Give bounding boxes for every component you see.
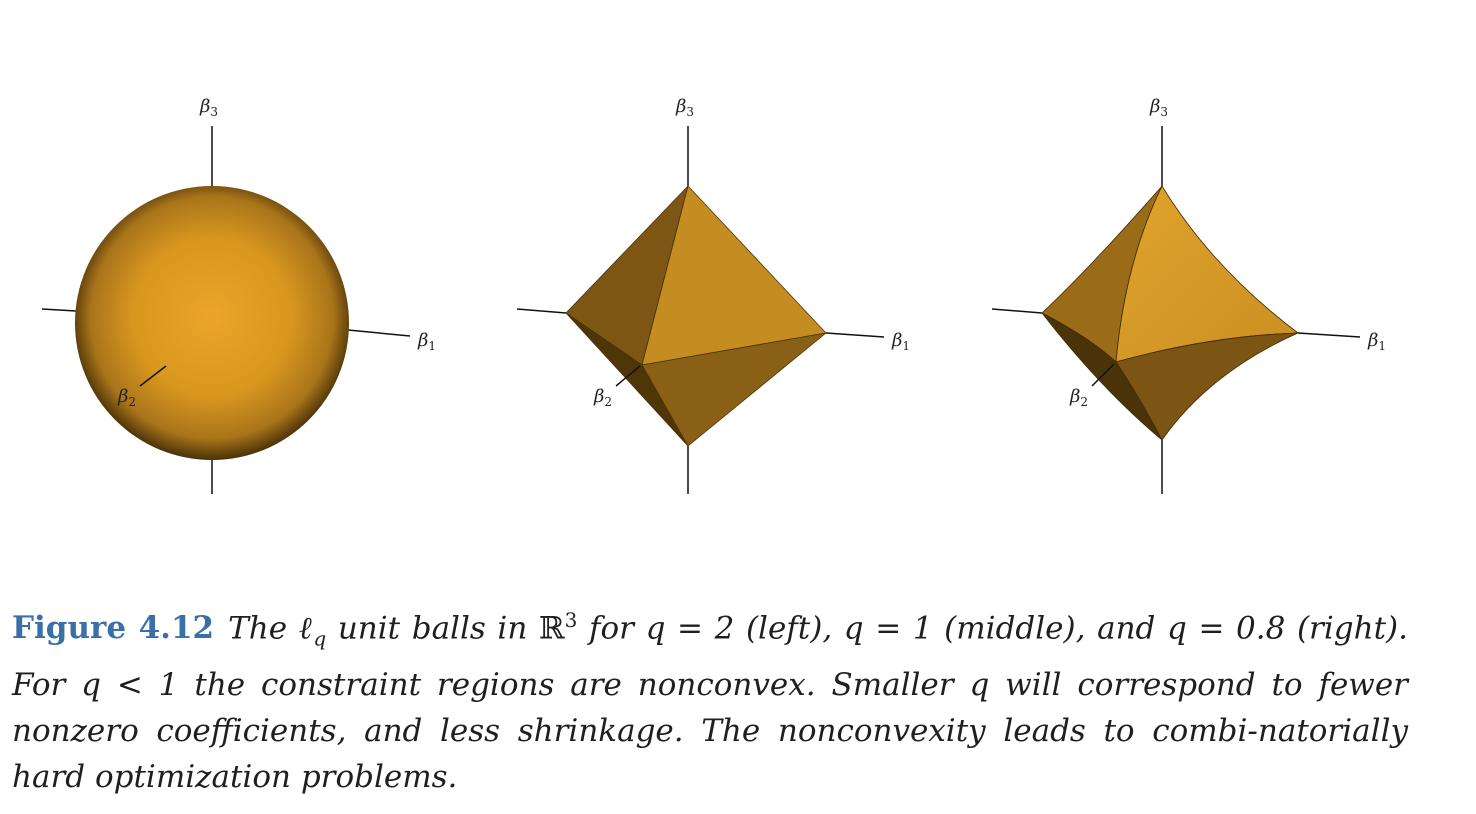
caption-part2: unit balls in [326, 610, 539, 647]
beta3-label: β3 [675, 96, 694, 119]
caption-part1: The ℓ [228, 610, 314, 647]
caption-math-r: ℝ [538, 610, 565, 647]
panel-sphere-q2: β3 β1 β2 [41, 96, 436, 494]
beta1-axis-right [347, 329, 411, 337]
caption-part1-sub: q [313, 626, 327, 651]
beta1-label: β1 [1367, 330, 1386, 353]
panel-octahedron-q1: β3 β1 β2 [516, 96, 910, 494]
beta1-label: β1 [891, 330, 910, 353]
beta3-label: β3 [199, 96, 218, 119]
beta1-label: β1 [417, 330, 436, 353]
beta1-axis-left [516, 308, 567, 314]
beta1-axis-left [991, 308, 1043, 314]
figure-caption: Figure 4.12 The ℓq unit balls in ℝ3 for q… [12, 597, 1408, 800]
beta3-label: β3 [1149, 96, 1168, 119]
beta1-axis-left [41, 308, 77, 312]
unit-ball-sphere [75, 186, 349, 460]
beta2-axis [1091, 363, 1115, 387]
unit-ball-octahedron [565, 185, 827, 447]
figure-label: Figure 4.12 [12, 610, 215, 647]
beta2-axis [615, 365, 641, 387]
beta1-axis-right [1297, 332, 1361, 338]
beta1-axis-right [825, 332, 885, 338]
panel-star-q08: β3 β1 β2 [991, 96, 1386, 494]
beta2-label: β2 [117, 386, 136, 409]
figure-illustration: β3 β1 β2 β3 β1 β2 [41, 96, 1386, 494]
caption-math-sup: 3 [564, 608, 578, 632]
beta2-axis [139, 365, 167, 387]
caption-part3: for q = 2 (left), q = 1 (middle), and q … [12, 610, 1408, 795]
beta2-label: β2 [1069, 386, 1088, 409]
beta2-label: β2 [593, 386, 612, 409]
